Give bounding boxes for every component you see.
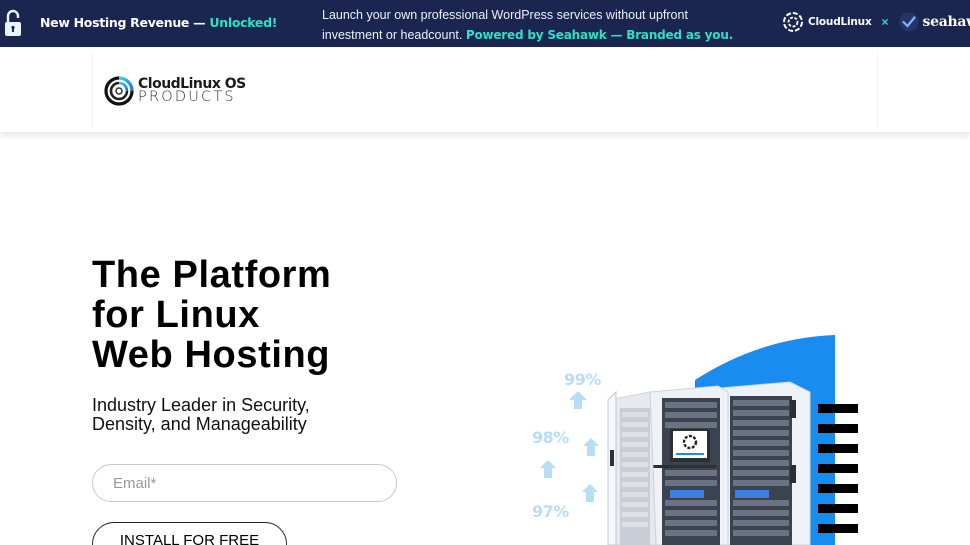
- cloudlinux-brand-text: CloudLinux: [808, 16, 872, 28]
- uptime-percentage-97: 97%: [532, 502, 569, 521]
- promo-description-accent: Powered by Seahawk — Branded as you.: [465, 28, 734, 42]
- install-for-free-button[interactable]: INSTALL FOR FREE: [92, 522, 287, 545]
- hero-title-line: for Linux: [92, 294, 260, 336]
- brand-separator: ×: [881, 15, 889, 29]
- promo-headline-text: New Hosting Revenue —: [40, 15, 210, 30]
- promo-headline-accent: Unlocked!: [209, 15, 278, 30]
- seahawk-brand-text: seahawk: [922, 14, 970, 30]
- server-rack-graphic: [540, 335, 858, 545]
- uptime-percentage-99: 99%: [564, 370, 601, 389]
- partner-logos: CloudLinux × seahawk: [782, 10, 970, 34]
- hero-subtitle-line: Density, and Manageability: [92, 414, 307, 434]
- hero-subtitle: Industry Leader in Security, Density, an…: [92, 396, 310, 434]
- logo-title: CloudLinux OS: [138, 76, 246, 93]
- cloudlinux-logo-icon: [783, 12, 803, 32]
- hero-title-line: The Platform: [92, 254, 332, 296]
- hero-title-line: Web Hosting: [92, 334, 331, 376]
- cloudlinux-os-logo-icon: [104, 76, 134, 106]
- promo-description-text: Launch your own professional WordPress s…: [322, 8, 688, 42]
- promo-banner[interactable]: New Hosting Revenue — Unlocked! Launch y…: [0, 0, 970, 47]
- uptime-percentage-98: 98%: [532, 428, 569, 447]
- stripe-pattern: [818, 404, 858, 533]
- email-input[interactable]: [92, 464, 397, 502]
- seahawk-logo-icon: [899, 12, 919, 32]
- header-nav-container: [92, 52, 878, 128]
- promo-description: Launch your own professional WordPress s…: [322, 5, 742, 45]
- promo-headline: New Hosting Revenue — Unlocked!: [40, 15, 277, 30]
- site-logo[interactable]: CloudLinux OS PRODUCTS: [104, 76, 246, 106]
- unlock-icon: [5, 9, 21, 36]
- server-illustration: 99% 98% 97%: [520, 330, 880, 545]
- hero-subtitle-line: Industry Leader in Security,: [92, 395, 310, 415]
- up-arrow-icons: [540, 391, 599, 502]
- hero-title: The Platform for Linux Web Hosting: [92, 255, 331, 375]
- logo-subtitle: PRODUCTS: [138, 89, 236, 106]
